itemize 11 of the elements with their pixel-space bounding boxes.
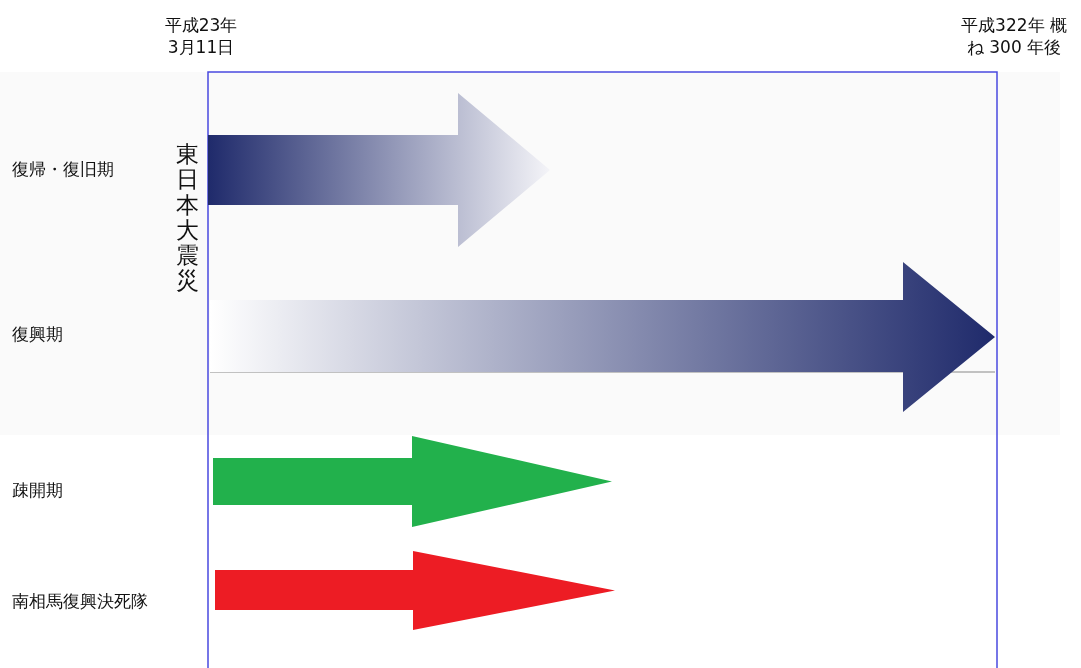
row-label: 復帰・復旧期 bbox=[12, 158, 114, 181]
arrow-shape bbox=[208, 93, 550, 247]
arrow-shape bbox=[213, 436, 612, 527]
row-label: 疎開期 bbox=[12, 479, 63, 502]
arrow-shape bbox=[215, 551, 615, 630]
row-label: 復興期 bbox=[12, 323, 63, 346]
row-label: 南相馬復興決死隊 bbox=[12, 590, 148, 613]
end-date-label: 平成322年 概ね 300 年後 bbox=[960, 14, 1068, 59]
start-date-label: 平成23年 3月11日 bbox=[163, 14, 239, 59]
event-label: 東日本大震災 bbox=[176, 142, 199, 294]
arrow-shape bbox=[210, 262, 995, 412]
